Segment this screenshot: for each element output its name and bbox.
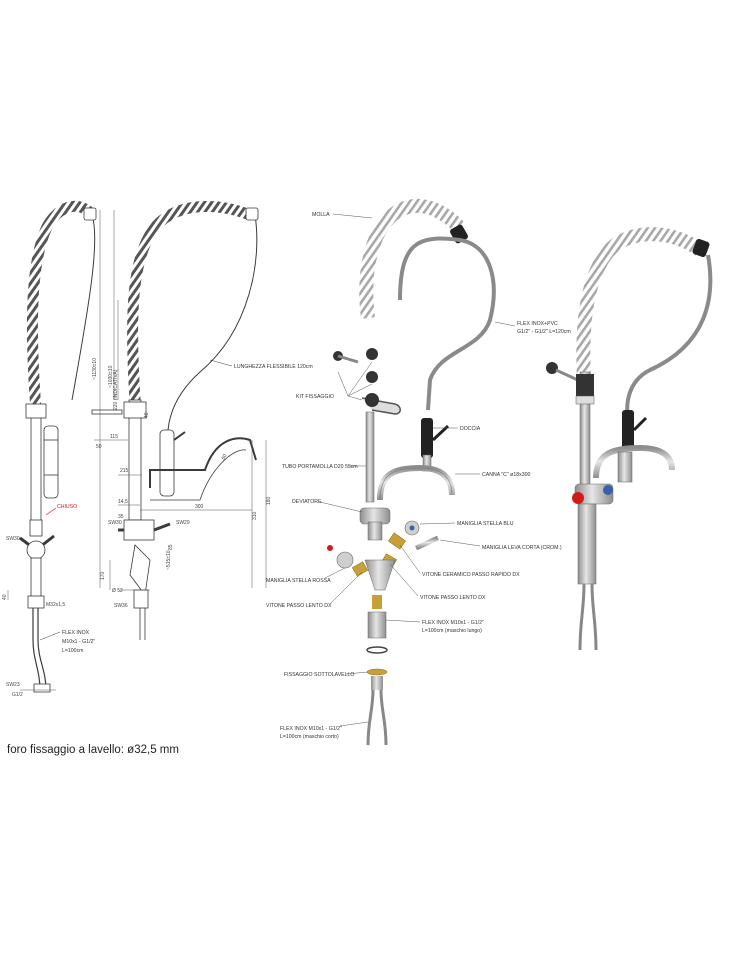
- dim-h3: 220 (INDICATIVA): [113, 369, 119, 410]
- dim-40: 40: [144, 412, 150, 418]
- label-fissaggio: FISSAGGIO SOTTOLAVELLO: [284, 672, 354, 678]
- label-flex-lunghi-2: L=100cm (maschio lungo): [422, 628, 482, 634]
- spring-molla: [359, 198, 466, 319]
- label-flex-inox-l1: FLEX INOX: [62, 630, 90, 636]
- label-flex-inox-l3: L=100cm: [62, 648, 84, 654]
- dim-50: 50: [96, 444, 102, 450]
- tubo-portamolla: [365, 411, 375, 503]
- label-g12: G1/2: [12, 692, 23, 698]
- dim-115: 115: [110, 434, 118, 440]
- label-canna-c: CANNA "C" ø18x300: [482, 472, 530, 478]
- dim-300: 300: [195, 504, 204, 510]
- deviatore-body: [359, 507, 391, 541]
- label-sw23: SW23: [6, 682, 20, 688]
- kit-fissaggio-parts: [333, 348, 401, 415]
- label-sw36: SW36: [114, 603, 128, 609]
- maniglia-stella-rossa: [327, 545, 354, 569]
- label-flex-pvc-2: G1/2" - G1/2" L=120cm: [517, 329, 571, 335]
- dim-310: 310: [252, 511, 258, 520]
- vitone-ceramico: [388, 532, 406, 550]
- label-sw30-right: SW30: [108, 520, 122, 526]
- dim-40b: 40: [2, 594, 8, 600]
- base-body: [364, 559, 396, 690]
- mounting-hole-caption: foro fissaggio a lavello: ø32,5 mm: [7, 744, 179, 756]
- label-stella-blu: MANIGLIA STELLA BLU: [457, 521, 514, 527]
- label-kit-fissaggio: KIT FISSAGGIO: [296, 394, 334, 400]
- dim-180: 180: [266, 496, 272, 505]
- doccia-spray: [421, 418, 450, 472]
- dim-60: 60: [221, 453, 229, 461]
- maniglia-leva-corta: [414, 535, 440, 551]
- dim-215: 215: [120, 468, 129, 474]
- assembled-spring: [576, 227, 705, 396]
- spring-left-coil: [26, 200, 97, 411]
- assembled-view: [546, 227, 713, 651]
- label-flex-length: LUNGHEZZA FLESSIBILE 120cm: [234, 364, 313, 370]
- label-doccia: DOCCIA: [460, 426, 481, 432]
- label-vitone-lento-sx: VITONE PASSO LENTO DX: [266, 603, 332, 609]
- label-flex-lunghi-1: FLEX INOX M10x1 - G1/2": [422, 620, 484, 626]
- label-stella-rossa: MANIGLIA STELLA ROSSA: [266, 578, 331, 584]
- label-flex-inox-l2: M10x1 - G1/2": [62, 639, 95, 645]
- spring-right-coil: [127, 201, 253, 401]
- label-tubo-portamolla: TUBO PORTAMOLLA D20 55cm: [282, 464, 358, 470]
- label-deviatore: DEVIATORE: [292, 499, 322, 505]
- label-leva-corta: MANIGLIA LEVA CORTA (CROM.): [482, 545, 562, 551]
- dim-515: ~515±10: [166, 550, 172, 570]
- label-sw30-left: SW30: [6, 536, 20, 542]
- dim-h2: ~1030±10: [108, 365, 114, 388]
- label-vitone-lento-dx: VITONE PASSO LENTO DX: [420, 595, 486, 601]
- dim-d52: Ø 52: [112, 588, 123, 594]
- label-sw29: SW29: [176, 520, 190, 526]
- dim-35: 35: [118, 514, 124, 520]
- dimension-view: ~1130±10 ~1030±10 220 (INDICATIVA) 115 2…: [2, 200, 313, 698]
- spray-column-left: [30, 404, 42, 526]
- dim-145: 14,5: [118, 499, 128, 505]
- flex-pvc-hose: [398, 236, 496, 411]
- dim-170: 170: [100, 571, 106, 580]
- vitone-lento-sx: [351, 561, 369, 577]
- label-chiuso: CHIUSO: [57, 504, 77, 510]
- label-molla: MOLLA: [312, 212, 330, 218]
- label-flex-pvc-1: FLEX INOX+PVC: [517, 321, 558, 327]
- label-vitone-ceramico: VITONE CERAMICO PASSO RAPIDO DX: [422, 572, 520, 578]
- label-flex-corti-1: FLEX INOX M10x1 - G1/2": [280, 726, 342, 732]
- label-m32: M32x1,5: [46, 602, 65, 608]
- maniglia-stella-blu: [404, 520, 420, 536]
- dim-h1: ~1130±10: [92, 358, 98, 380]
- dim-85: 85: [168, 544, 174, 550]
- exploded-view: MOLLA FLEX INOX+PVC G1/2" - G1/2" L=120c…: [266, 198, 571, 746]
- label-flex-corti-2: L=100cm (maschio corto): [280, 734, 339, 740]
